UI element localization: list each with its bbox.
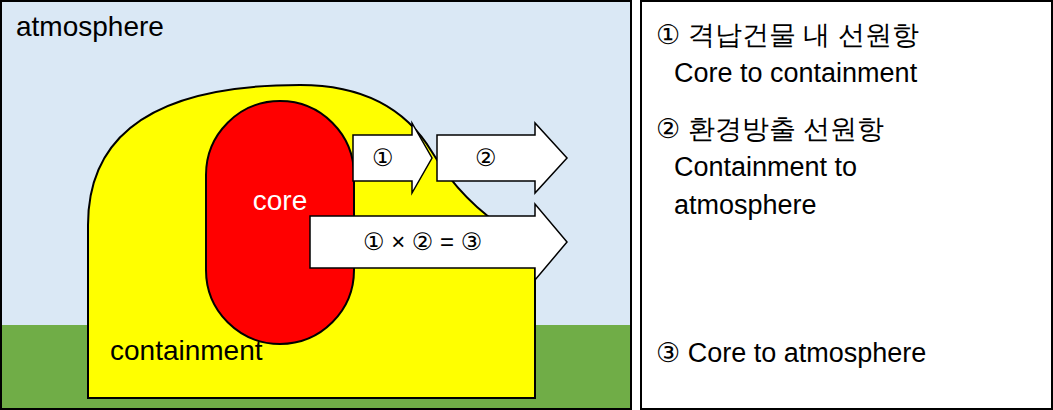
region-label: atmosphere bbox=[16, 8, 164, 46]
block-arrow bbox=[437, 123, 567, 193]
block-arrow bbox=[353, 123, 432, 193]
region-label: containment bbox=[110, 332, 263, 370]
arrow-label-holder: ① bbox=[370, 145, 396, 171]
term-heading: ① 격납건물 내 선원항 bbox=[656, 16, 1041, 54]
text-holder: atmosphere bbox=[16, 8, 164, 46]
arrow-label: ② bbox=[473, 145, 499, 171]
term-description: Containment to atmosphere bbox=[674, 148, 964, 224]
text-holder: containment bbox=[110, 332, 263, 370]
block-arrow bbox=[310, 204, 567, 280]
region-label: core bbox=[207, 182, 353, 220]
reactor-core: core bbox=[205, 100, 355, 345]
containment-dome bbox=[88, 85, 535, 398]
atmosphere-region: atmosphere containment core bbox=[0, 0, 632, 410]
term-description: Core to containment bbox=[674, 54, 964, 92]
arrow-label-holder: ② bbox=[473, 145, 499, 171]
legend-panel: ① 격납건물 내 선원항Core to containment ② 환경방출 선원… bbox=[640, 0, 1053, 410]
arrow-label: ① × ② = ③ bbox=[361, 229, 484, 255]
arrow-label: ① bbox=[370, 145, 396, 171]
term-heading: ③ Core to atmosphere bbox=[656, 334, 1041, 372]
text-holder: core bbox=[207, 182, 353, 220]
arrow-label-holder: ① × ② = ③ bbox=[361, 229, 484, 255]
term-heading: ② 환경방출 선원항 bbox=[656, 110, 1041, 148]
